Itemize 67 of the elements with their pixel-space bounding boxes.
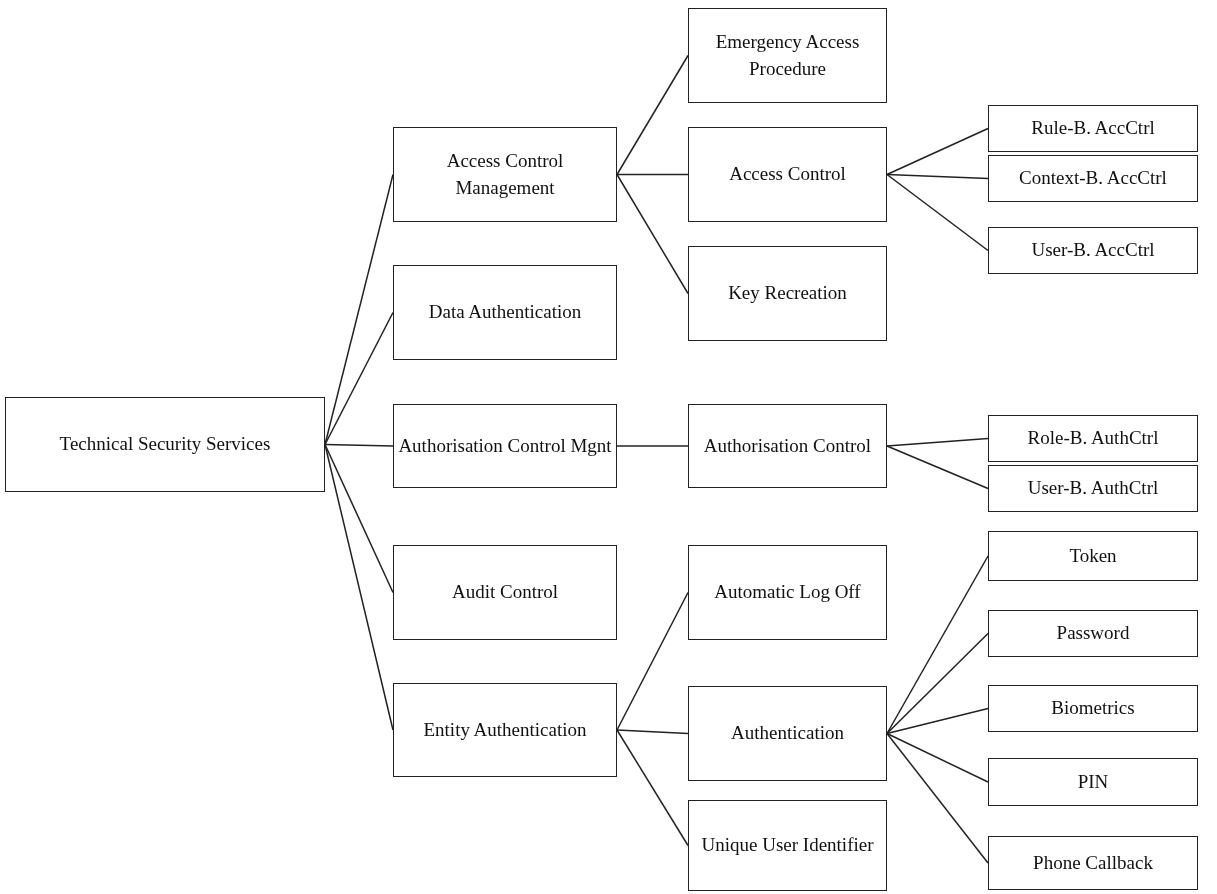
tree-box [988, 610, 1198, 657]
tree-box [988, 836, 1198, 890]
tree-box [988, 227, 1198, 274]
tree-box [393, 404, 617, 488]
connector-line [616, 591, 689, 731]
connector-line [886, 732, 989, 864]
box-label: Unique User Identifier [700, 833, 875, 858]
tree-box [988, 105, 1198, 152]
tree-box [688, 545, 887, 640]
box-label: User-B. AccCtrl [1030, 238, 1156, 263]
connector-line [886, 732, 989, 783]
tree-box [688, 8, 887, 103]
connector-line [616, 729, 689, 735]
connector-line [324, 311, 394, 446]
tree-box [393, 265, 617, 360]
tree-box [393, 545, 617, 640]
tree-box [988, 531, 1198, 581]
connector-line [886, 173, 989, 180]
box-label: PIN [1076, 769, 1110, 794]
connector-line [886, 707, 989, 735]
connector-line [616, 445, 689, 447]
tree-box [5, 397, 325, 492]
tree-box [988, 758, 1198, 806]
box-label: Token [1068, 543, 1118, 568]
connector-line [324, 443, 394, 594]
tree-box [988, 415, 1198, 462]
connector-line [886, 632, 989, 735]
tree-box [988, 465, 1198, 512]
connector-line [886, 445, 989, 490]
box-label: Phone Callback [1032, 850, 1154, 875]
connector-line [324, 443, 394, 447]
box-label: Access Control [728, 162, 847, 187]
box-label: Role-B. AuthCtrl [1026, 426, 1160, 451]
connector-line [616, 54, 689, 176]
box-label: Context-B. AccCtrl [1018, 166, 1168, 191]
connector-line [616, 729, 689, 847]
box-label: Rule-B. AccCtrl [1030, 116, 1156, 141]
box-label: Entity Authentication [422, 717, 588, 742]
box-label: Authorisation Control Mgnt [397, 433, 613, 458]
connector-line [886, 555, 989, 735]
box-label: Access Control Management [445, 148, 565, 200]
tree-box [688, 127, 887, 222]
tree-box [988, 685, 1198, 732]
box-label: Technical Security Services [58, 432, 272, 457]
connector-line [616, 173, 689, 295]
tree-box [988, 155, 1198, 202]
box-label: User-B. AuthCtrl [1026, 476, 1160, 501]
tree-box [393, 683, 617, 777]
box-label: Biometrics [1050, 696, 1136, 721]
box-label: Authorisation Control [702, 433, 873, 458]
connector-line [886, 437, 989, 447]
tree-box [688, 686, 887, 781]
box-label: Authentication [730, 721, 845, 746]
connector-line [324, 443, 394, 731]
connector-line [886, 173, 989, 252]
connector-line [886, 127, 989, 176]
tree-box [688, 800, 887, 891]
tree-box [688, 246, 887, 341]
box-label: Automatic Log Off [713, 580, 862, 605]
box-label: Password [1055, 621, 1131, 646]
box-label: Data Authentication [427, 300, 583, 325]
connector-line [616, 173, 689, 176]
box-label: Audit Control [450, 580, 560, 605]
tree-box [688, 404, 887, 488]
tree-box [393, 127, 617, 222]
box-label: Emergency Access Procedure [714, 29, 861, 81]
box-label: Key Recreation [727, 281, 848, 306]
